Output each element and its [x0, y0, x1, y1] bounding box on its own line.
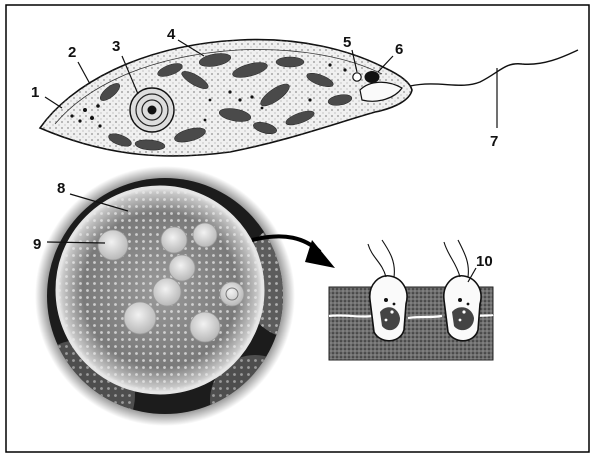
label-4: 4 — [167, 26, 176, 43]
contractile-vacuole — [353, 73, 361, 81]
volvox-colony — [25, 166, 380, 450]
label-3: 3 — [112, 38, 120, 55]
label-9: 9 — [33, 236, 41, 253]
label-2: 2 — [68, 44, 76, 61]
eyespot — [365, 71, 380, 83]
label-7: 7 — [490, 133, 498, 150]
label-5: 5 — [343, 34, 351, 51]
label-1: 1 — [31, 84, 39, 101]
label-10: 10 — [476, 253, 493, 270]
nucleus — [130, 88, 174, 132]
label-8: 8 — [57, 180, 65, 197]
label-6: 6 — [395, 41, 403, 58]
